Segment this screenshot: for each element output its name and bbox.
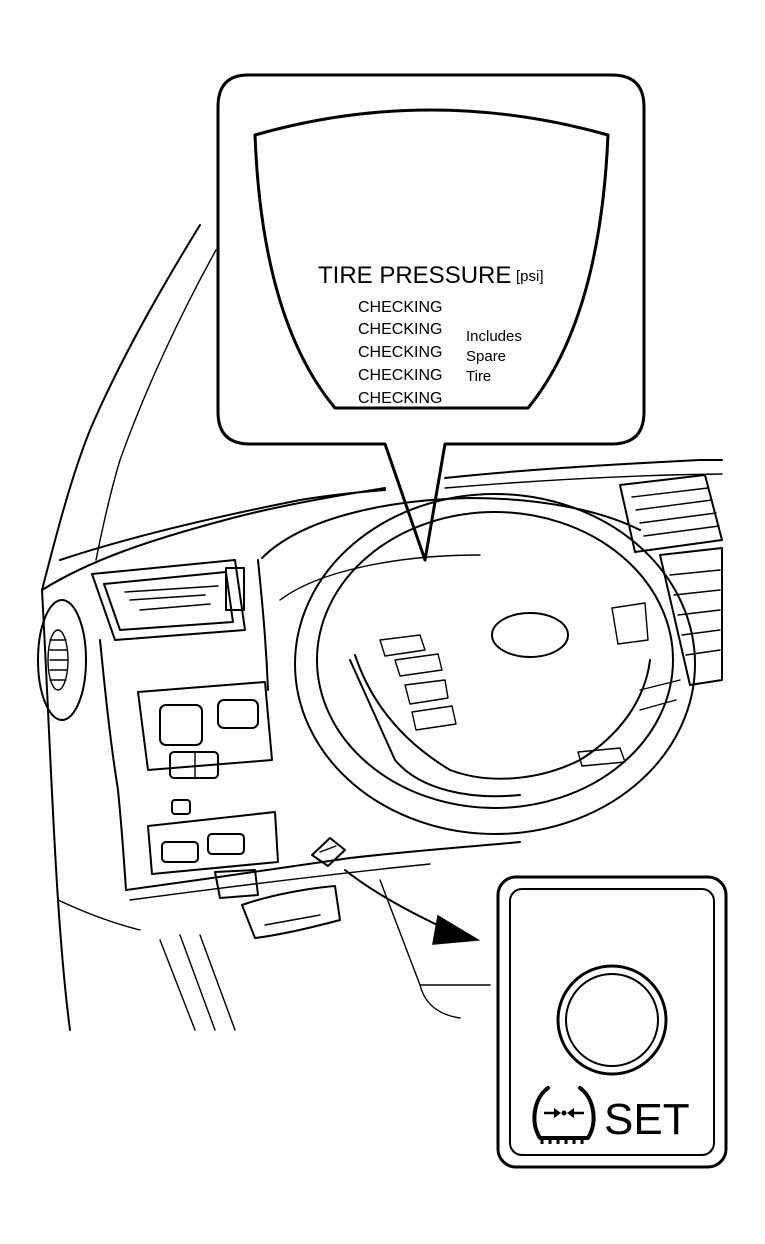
tire-status-4: CHECKING (358, 367, 442, 384)
tire-status-1: CHECKING (358, 299, 442, 316)
set-button-panel: SET (496, 875, 728, 1169)
note-line-3: Tire (466, 368, 491, 385)
multi-information-display (253, 108, 610, 410)
display-unit: [psi] (516, 268, 544, 285)
display-title: TIRE PRESSURE (318, 262, 511, 289)
set-button[interactable] (556, 964, 668, 1076)
steering-wheel (294, 493, 696, 835)
tire-status-3: CHECKING (358, 344, 442, 361)
note-line-1: Includes (466, 328, 522, 345)
tire-pressure-warning-icon (532, 1086, 596, 1144)
tire-status-5: CHECKING (358, 390, 442, 407)
tire-status-2: CHECKING (358, 321, 442, 338)
car-interior-drawing (37, 224, 723, 1031)
display-callout: TIRE PRESSURE [psi] CHECKING CHECKING CH… (216, 73, 646, 562)
set-label: SET (604, 1095, 690, 1144)
note-line-2: Spare (466, 348, 506, 365)
steering-emblem (491, 612, 569, 658)
